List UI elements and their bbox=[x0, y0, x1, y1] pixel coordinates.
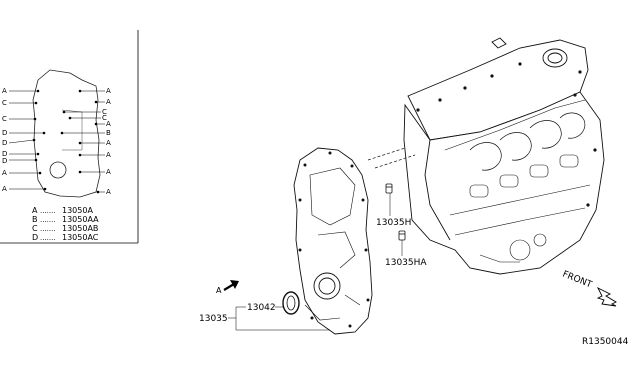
view-arrow-head bbox=[230, 280, 239, 289]
block-ribs bbox=[449, 184, 591, 263]
label-13035: 13035 bbox=[199, 314, 228, 324]
diagram-id: R1350044 bbox=[582, 337, 629, 347]
front-label: FRONT bbox=[561, 270, 594, 291]
inset-letter-left: A bbox=[2, 185, 7, 193]
view-arrow-label: A bbox=[216, 286, 222, 295]
front-arrow-icon bbox=[596, 286, 617, 307]
head-bolts bbox=[416, 62, 597, 207]
view-arrow-shaft bbox=[223, 283, 235, 291]
timing-cover-ribs bbox=[304, 167, 361, 321]
legend-dots: ....... bbox=[40, 225, 56, 233]
legend-letter: D bbox=[32, 233, 38, 242]
cam-sensor bbox=[491, 37, 507, 49]
inset-letter-right: A bbox=[106, 151, 111, 159]
inset-letter-right: A bbox=[106, 98, 111, 106]
inset-crank-hole bbox=[49, 161, 67, 179]
inset-letter-right: C bbox=[102, 108, 107, 116]
intake-runners bbox=[469, 112, 586, 171]
legend-part: 13050AB bbox=[62, 224, 98, 233]
bolt-location-inset: A C C D D D D A A A A C C A B A A A A A … bbox=[0, 30, 139, 244]
inset-letter-right: A bbox=[106, 87, 111, 95]
legend-dots: ....... bbox=[40, 216, 56, 224]
alignment-guide bbox=[374, 154, 416, 169]
inset-letter-right: B bbox=[106, 129, 111, 137]
label-13035H: 13035H bbox=[376, 218, 411, 228]
oil-seal-inner bbox=[286, 295, 296, 311]
engine-assembly-drawing bbox=[403, 37, 605, 275]
legend-letter: B bbox=[32, 215, 38, 224]
cylinder-block bbox=[403, 91, 605, 275]
head-gasket-line bbox=[444, 99, 586, 151]
inset-bolt-dots bbox=[32, 89, 100, 194]
timing-cover-bolt-holes bbox=[298, 151, 370, 328]
exhaust-ports bbox=[469, 154, 579, 198]
legend-letter: C bbox=[32, 224, 38, 233]
inset-letter-left: A bbox=[2, 169, 7, 177]
inset-cover-outline bbox=[32, 69, 101, 198]
oil-filler-cap-inner bbox=[547, 52, 563, 64]
inset-letter-right: A bbox=[106, 139, 111, 147]
legend-part: 13050AA bbox=[62, 215, 99, 224]
legend-dots: ....... bbox=[40, 207, 56, 215]
legend-dots: ....... bbox=[40, 234, 56, 242]
label-13042: 13042 bbox=[247, 303, 276, 313]
inset-letter-right: A bbox=[106, 120, 111, 128]
crank-oil-seal bbox=[282, 291, 300, 315]
inset-letter-left: D bbox=[2, 150, 7, 158]
legend-letter: A bbox=[32, 206, 38, 215]
inset-left-leaders bbox=[8, 90, 45, 190]
view-arrow-a: A bbox=[216, 280, 239, 295]
crank-seal-bore-inner bbox=[318, 277, 336, 295]
timing-chain-cover bbox=[293, 147, 373, 335]
front-direction-indicator: FRONT bbox=[561, 270, 617, 307]
inset-letter-left: D bbox=[2, 129, 7, 137]
plug-13035H bbox=[385, 183, 393, 194]
inset-letter-right: C bbox=[102, 114, 107, 122]
inset-letter-left: A bbox=[2, 87, 7, 95]
block-front-edge bbox=[424, 139, 451, 241]
inset-letter-left: D bbox=[2, 139, 7, 147]
inset-letter-left: C bbox=[2, 115, 7, 123]
legend-part: 13050AC bbox=[62, 233, 99, 242]
inset-letter-left: D bbox=[2, 157, 7, 165]
legend-part: 13050A bbox=[62, 206, 93, 215]
inset-letter-right: A bbox=[106, 168, 111, 176]
crank-seal-bore bbox=[313, 272, 341, 300]
inset-letter-right: A bbox=[106, 188, 111, 196]
bolt-legend: A ....... 13050A B ....... 13050AA C ...… bbox=[32, 206, 99, 242]
plug-13035HA bbox=[398, 230, 406, 241]
alignment-guide bbox=[367, 147, 406, 161]
label-13035HA: 13035HA bbox=[385, 258, 427, 268]
timing-cover-body bbox=[293, 147, 373, 335]
inset-cover-rib bbox=[61, 109, 83, 151]
inset-letter-left: C bbox=[2, 99, 7, 107]
inset-right-leaders bbox=[62, 90, 105, 193]
